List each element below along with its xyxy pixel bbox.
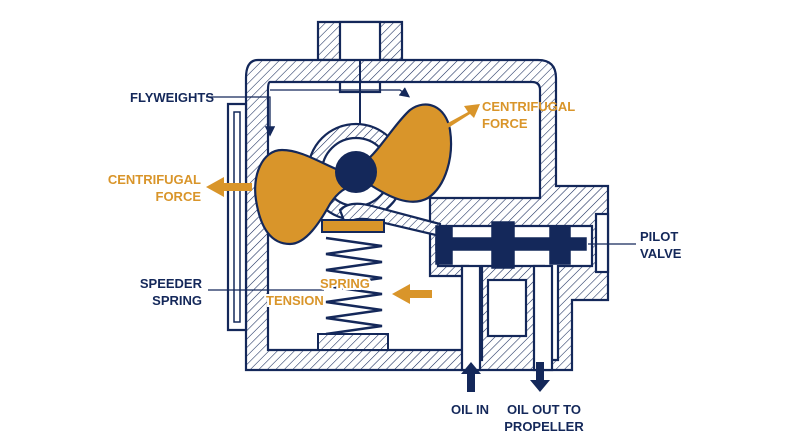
centrifugal-left-line2: FORCE xyxy=(156,189,202,204)
lower-chamber xyxy=(486,278,528,338)
left-plate-inner xyxy=(233,111,241,323)
flyweights-leader xyxy=(206,96,276,137)
flyweights-leader-2 xyxy=(270,87,411,98)
spring-base xyxy=(317,333,389,351)
spring-tension-line2: TENSION xyxy=(266,293,324,308)
oil-in-label: OIL IN xyxy=(451,402,489,417)
oil-in-channel xyxy=(460,264,482,372)
hub-center xyxy=(335,151,377,193)
flyweights-label: FLYWEIGHTS xyxy=(130,90,214,105)
spring-coil xyxy=(325,236,383,336)
spring-cap xyxy=(321,219,385,233)
centrifugal-right-line1: CENTRIFUGAL xyxy=(482,99,575,114)
oil-out-line1: OIL OUT TO xyxy=(507,402,581,417)
pilot-label-line2: VALVE xyxy=(640,246,682,261)
spring-tension-arrow xyxy=(392,284,432,304)
oil-out-arrow xyxy=(530,362,550,392)
pilot-label-line1: PILOT xyxy=(640,229,678,244)
oil-out-channel xyxy=(532,264,554,372)
oil-arrows xyxy=(461,362,550,392)
force-arrows xyxy=(206,104,480,304)
oil-out-line2: PROPELLER xyxy=(504,419,584,434)
centrifugal-arrow-left xyxy=(206,177,252,197)
centrifugal-arrow-right xyxy=(446,104,480,128)
spring-tension-line1: SPRING xyxy=(320,276,370,291)
leader-lines xyxy=(206,87,636,291)
valve-land-middle xyxy=(491,221,515,269)
flyweight-left xyxy=(254,148,358,246)
oil-in-arrow xyxy=(461,362,481,392)
speeder-label-line2: SPRING xyxy=(152,293,202,308)
flyweights xyxy=(254,103,453,246)
flyweight-right xyxy=(354,103,453,203)
valve-land-left xyxy=(435,225,453,265)
speeder-spring xyxy=(317,219,389,351)
centrifugal-left-line1: CENTRIFUGAL xyxy=(108,172,201,187)
pilot-valve xyxy=(435,221,587,269)
centrifugal-right-line2: FORCE xyxy=(482,116,528,131)
labels: FLYWEIGHTS CENTRIFUGAL FORCE CENTRIFUGAL… xyxy=(108,90,682,434)
speeder-label-line1: SPEEDER xyxy=(140,276,203,291)
end-cap xyxy=(594,212,610,274)
valve-land-right xyxy=(549,225,571,265)
